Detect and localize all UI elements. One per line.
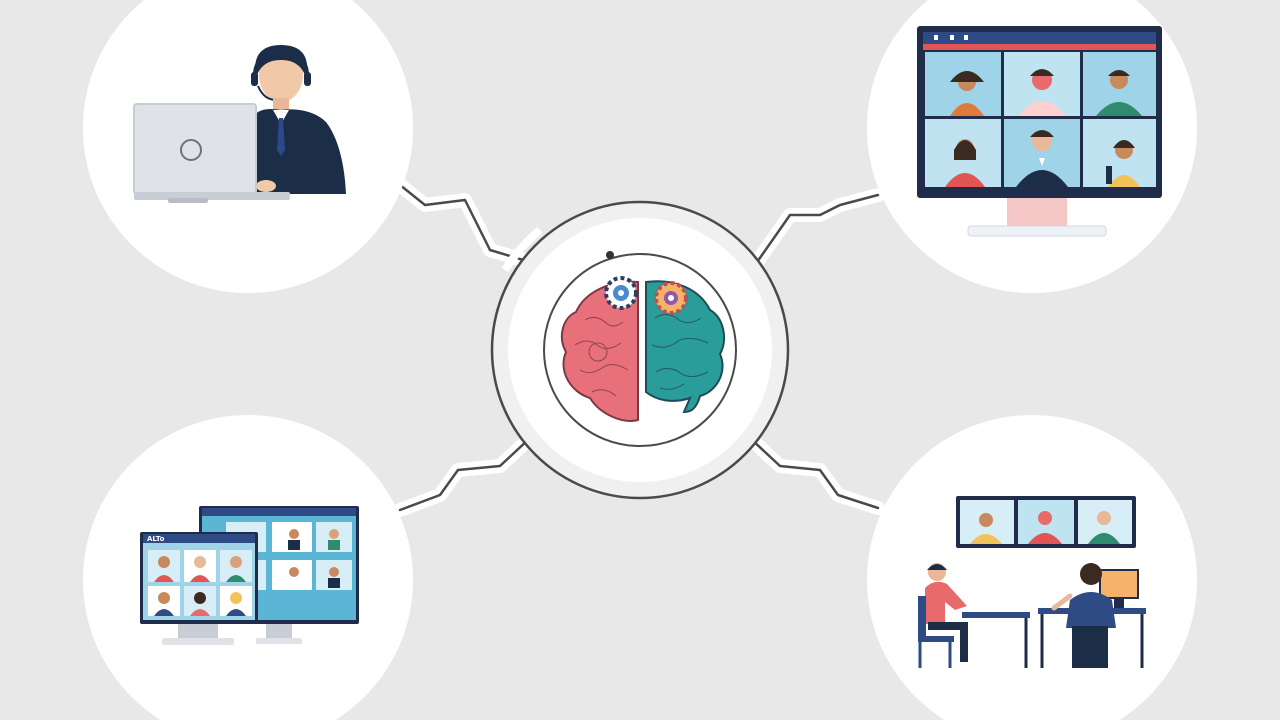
brain-left-hemisphere (560, 280, 639, 422)
gear-left-icon (604, 276, 638, 310)
center-hub (490, 200, 790, 500)
connector-bottom-right (748, 436, 880, 510)
connector-bottom-left (398, 436, 532, 512)
gear-right-icon (654, 281, 688, 315)
video-conference-monitor-icon (917, 26, 1162, 237)
video-tiles (925, 52, 1156, 187)
circle-bottom-right (867, 415, 1197, 720)
connectors (393, 178, 885, 517)
call-center-agent-icon (133, 45, 346, 203)
dual-monitor-video-call-icon: ALTo (140, 506, 359, 645)
small-monitor-label: ALTo (147, 535, 165, 543)
hybrid-meeting-office-icon (918, 496, 1146, 668)
brain-gears-icon (560, 251, 726, 422)
connector-lines (398, 183, 880, 512)
connector-top-right (753, 193, 880, 267)
connector-top-left (398, 183, 532, 264)
